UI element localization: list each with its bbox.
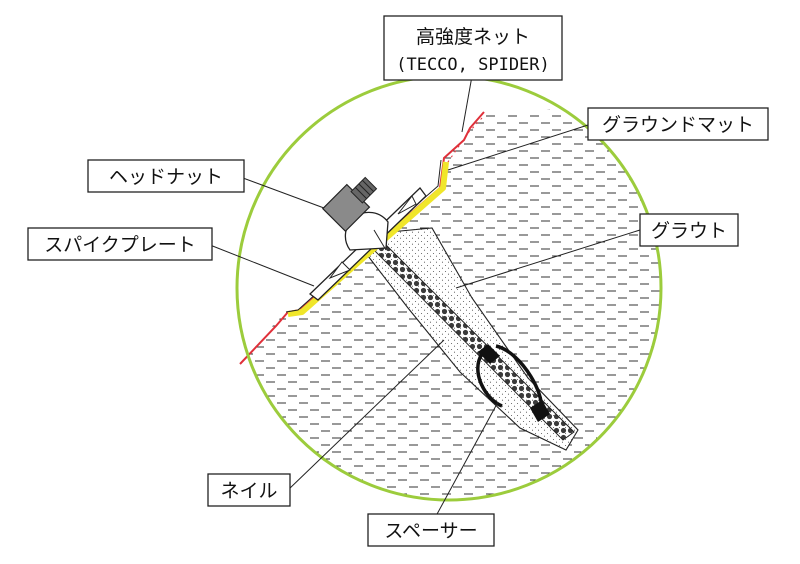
label-head-nut: ヘッドナット xyxy=(87,159,245,193)
label-spacer: スペーサー xyxy=(367,513,495,547)
leader-grout xyxy=(455,229,641,289)
label-net-line1: 高強度ネット xyxy=(416,26,530,48)
leader-net xyxy=(461,75,473,133)
label-net: 高強度ネット (TECCO, SPIDER) xyxy=(383,15,563,81)
spacer xyxy=(476,344,550,422)
leader-head-nut xyxy=(242,177,325,209)
label-grout: グラウト xyxy=(639,213,739,247)
label-nail: ネイル xyxy=(207,473,291,507)
leader-ground-mat xyxy=(447,124,589,171)
label-head-nut-text: ヘッドナット xyxy=(109,166,223,188)
label-net-line2: (TECCO, SPIDER) xyxy=(396,55,550,75)
label-spike-plate-text: スパイクプレート xyxy=(44,234,196,256)
leader-spike-plate xyxy=(209,244,315,287)
leader-spacer xyxy=(435,401,499,517)
label-grout-text: グラウト xyxy=(651,220,727,242)
label-nail-text: ネイル xyxy=(220,480,277,502)
label-spacer-text: スペーサー xyxy=(384,520,477,542)
ground-mat xyxy=(287,161,449,317)
label-spike-plate: スパイクプレート xyxy=(27,227,213,261)
head-nut xyxy=(321,176,378,233)
washer-edge xyxy=(373,229,387,251)
label-ground-mat-text: グラウンドマット xyxy=(602,114,754,136)
label-ground-mat: グラウンドマット xyxy=(587,107,769,141)
leader-nail xyxy=(287,339,445,491)
